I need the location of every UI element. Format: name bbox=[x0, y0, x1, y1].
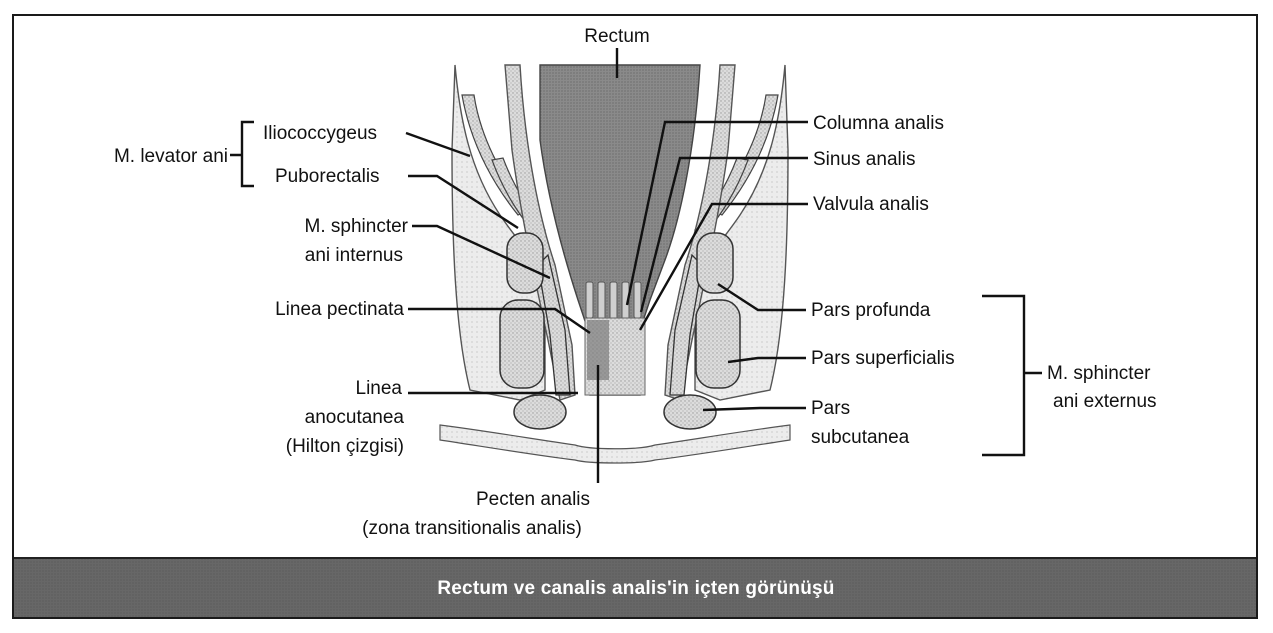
leader-sinus-analis bbox=[639, 156, 808, 313]
leader-columna-analis bbox=[625, 120, 808, 306]
right-pars-subcutanea bbox=[663, 394, 717, 430]
right-pars-superficialis bbox=[695, 299, 741, 389]
label-pars-profunda: Pars profunda bbox=[811, 300, 931, 321]
left-pars-profunda bbox=[506, 232, 544, 294]
leader-pars-superficialis bbox=[727, 356, 806, 364]
label-columna-analis: Columna analis bbox=[813, 113, 944, 134]
label-valvula-analis: Valvula analis bbox=[813, 194, 929, 215]
label-m-sphincter-ani-internus-line1: M. sphincter bbox=[305, 216, 409, 237]
leader-linea-pectinata bbox=[408, 307, 591, 334]
left-pars-superficialis bbox=[499, 299, 545, 389]
label-sinus-analis: Sinus analis bbox=[813, 149, 915, 170]
leader-pars-profunda bbox=[717, 282, 806, 312]
label-linea-anocutanea-line1: Linea bbox=[356, 378, 403, 399]
label-rectum: Rectum bbox=[584, 26, 649, 47]
leader-pars-subcutanea bbox=[702, 406, 806, 412]
leader-lines bbox=[230, 48, 1042, 483]
pecten-dark-band bbox=[587, 320, 609, 380]
label-iliococcygeus: Iliococcygeus bbox=[263, 123, 377, 144]
leader-puborectalis bbox=[408, 174, 519, 230]
left-pars-subcutanea bbox=[513, 394, 567, 430]
leader-valvula-analis bbox=[638, 202, 808, 331]
label-linea-pectinata: Linea pectinata bbox=[275, 299, 404, 320]
label-puborectalis: Puborectalis bbox=[275, 166, 380, 187]
leader-iliococcygeus bbox=[405, 131, 471, 158]
label-pars-subcutanea-line2: subcutanea bbox=[811, 427, 910, 448]
label-pecten-analis-line1: Pecten analis bbox=[476, 489, 590, 510]
label-m-sphincter-ani-internus-line2: ani internus bbox=[305, 245, 403, 266]
anatomy-drawing bbox=[439, 64, 791, 464]
label-m-levator-ani: M. levator ani bbox=[114, 146, 228, 167]
label-linea-anocutanea-line3: (Hilton çizgisi) bbox=[286, 436, 404, 457]
caption-bar: Rectum ve canalis analis'in içten görünü… bbox=[14, 557, 1256, 617]
bracket-external-sphincter bbox=[982, 294, 1042, 457]
label-pars-subcutanea-line1: Pars bbox=[811, 398, 850, 419]
bracket-levator-ani bbox=[230, 120, 254, 188]
perineal-skin bbox=[439, 424, 791, 464]
label-pecten-analis-line2: (zona transitionalis analis) bbox=[362, 518, 582, 539]
figure-caption: Rectum ve canalis analis'in içten görünü… bbox=[437, 578, 834, 599]
leader-internal-sphincter bbox=[412, 224, 551, 280]
label-m-sphincter-ani-externus-line1: M. sphincter bbox=[1047, 363, 1151, 384]
label-m-sphincter-ani-externus-line2: ani externus bbox=[1053, 391, 1157, 412]
right-pars-profunda bbox=[696, 232, 734, 294]
anal-columns bbox=[585, 281, 642, 323]
label-linea-anocutanea-line2: anocutanea bbox=[305, 407, 405, 428]
label-pars-superficialis: Pars superficialis bbox=[811, 348, 955, 369]
labels: Rectum M. levator ani Iliococcygeus Pubo… bbox=[114, 26, 1157, 539]
